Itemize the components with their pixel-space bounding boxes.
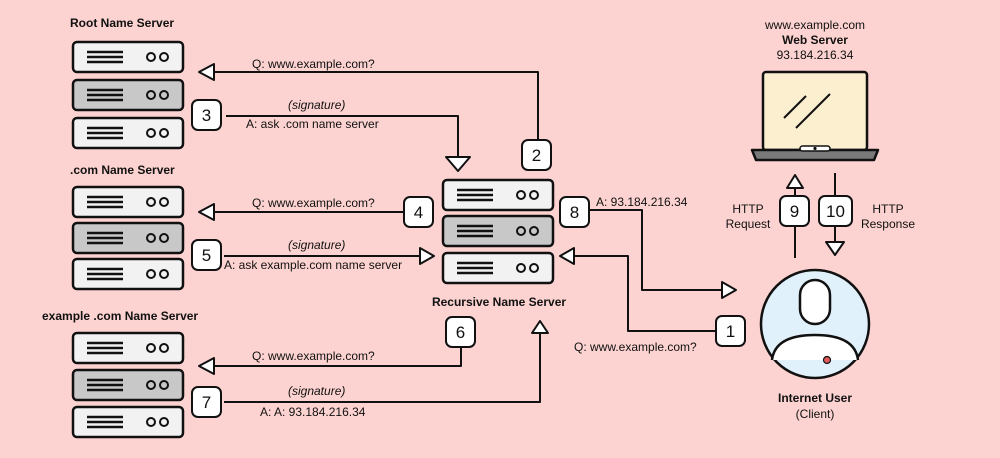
arrow-example-answer <box>224 333 541 403</box>
com-server-title: .com Name Server <box>70 163 175 177</box>
root-name-server-stack <box>71 40 185 150</box>
arrow-example-query <box>214 348 462 367</box>
step-badge-5 <box>191 239 222 271</box>
root-query-label: Q: www.example.com? <box>252 57 375 71</box>
http-response-label-line1: HTTP <box>872 202 904 216</box>
step-badge-6 <box>445 316 476 348</box>
step-number-1: 1 <box>726 322 735 341</box>
step-number-3: 3 <box>202 106 211 125</box>
recursive-name-server-stack <box>441 178 555 285</box>
example-signature-label: (signature) <box>288 384 346 398</box>
step-badge-3 <box>191 99 222 131</box>
step-badge-2 <box>521 139 552 171</box>
example-name-server-stack <box>71 331 185 439</box>
root-signature-label: (signature) <box>288 98 346 112</box>
step-number-6: 6 <box>456 323 465 342</box>
arrow-client-query <box>574 255 716 332</box>
step-number-5: 5 <box>202 246 211 265</box>
example-answer-label: A: A: 93.184.216.34 <box>260 405 366 419</box>
http-response-label-line2: Response <box>860 217 916 231</box>
step-number-9: 9 <box>790 202 799 221</box>
com-name-server-stack <box>71 185 185 291</box>
client-answer-label: A: 93.184.216.34 <box>596 195 688 209</box>
step-badge-1 <box>715 315 746 347</box>
web-server-domain: www.example.com <box>764 18 866 32</box>
step-number-8: 8 <box>570 203 579 222</box>
step-badge-8 <box>559 196 590 228</box>
step-number-7: 7 <box>202 393 211 412</box>
com-answer-label: A: ask example.com name server <box>224 258 403 272</box>
client-title: Internet User <box>777 391 853 405</box>
step-badge-4 <box>403 196 434 228</box>
client-subtitle: (Client) <box>795 407 835 421</box>
web-server-laptop-icon <box>750 70 880 162</box>
arrow-answer-to-client <box>590 209 722 291</box>
root-server-title: Root Name Server <box>70 16 175 30</box>
http-request-label-line2: Request <box>725 217 771 231</box>
arrow-root-query <box>214 71 539 150</box>
example-server-title: example .com Name Server <box>42 309 199 323</box>
client-query-label: Q: www.example.com? <box>574 340 697 354</box>
step-badge-7 <box>191 386 222 418</box>
example-query-label: Q: www.example.com? <box>252 349 375 363</box>
com-query-label: Q: www.example.com? <box>252 196 375 210</box>
root-answer-label: A: ask .com name server <box>246 117 379 131</box>
arrow-root-answer <box>226 115 459 157</box>
internet-user-avatar <box>759 268 871 380</box>
http-request-label-line1: HTTP <box>732 202 764 216</box>
step-badge-9 <box>779 195 810 227</box>
step-number-2: 2 <box>532 146 541 165</box>
step-badge-10 <box>818 195 853 227</box>
com-signature-label: (signature) <box>288 238 346 252</box>
recursive-server-title: Recursive Name Server <box>431 295 567 309</box>
step-number-10: 10 <box>826 202 845 221</box>
web-server-title: Web Server <box>782 33 848 47</box>
step-number-4: 4 <box>414 203 423 222</box>
web-server-ip: 93.184.216.34 <box>776 48 854 62</box>
